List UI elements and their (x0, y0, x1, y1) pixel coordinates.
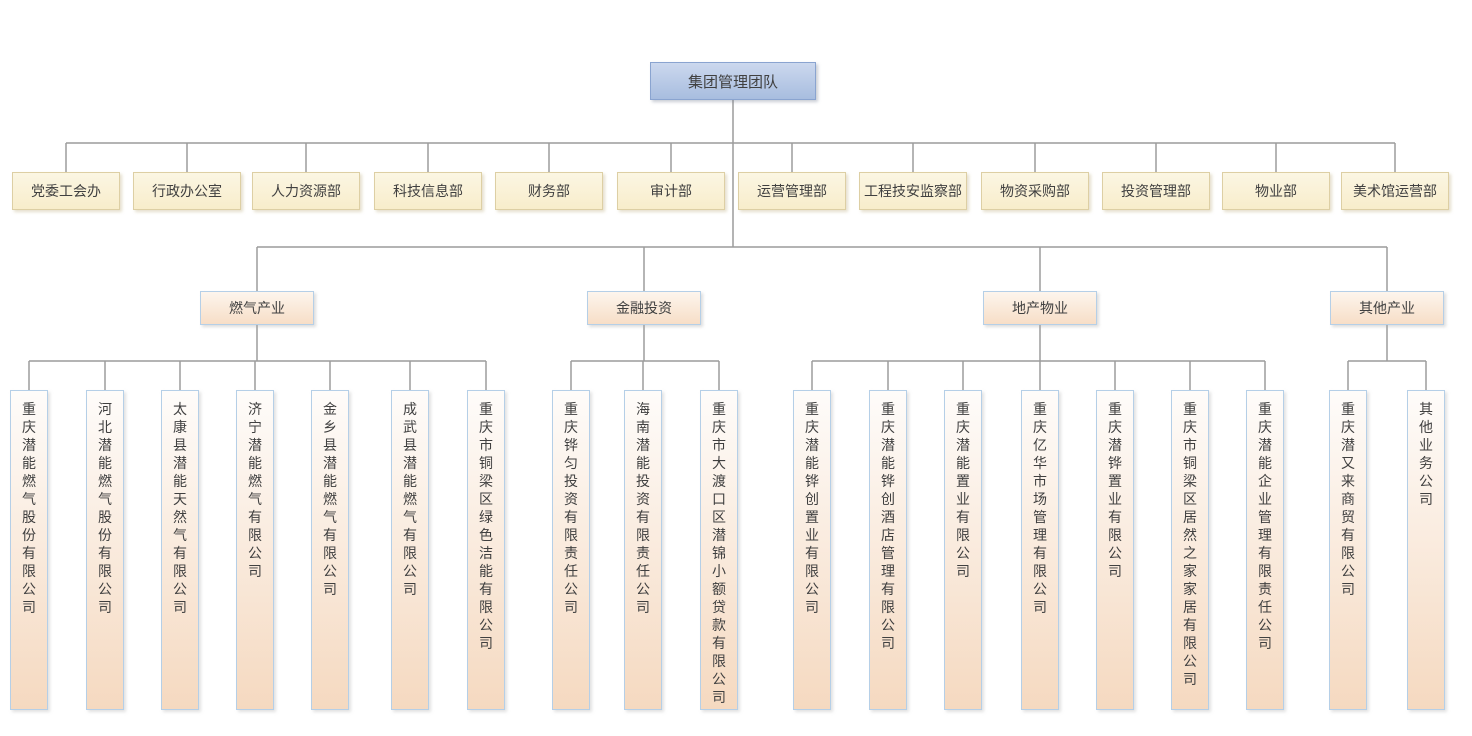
company-name-label: 重庆市铜梁区绿色洁能有限公司 (479, 402, 493, 652)
department-node[interactable]: 人力资源部 (252, 172, 360, 210)
company-node[interactable]: 重庆潜又来商贸有限公司 (1329, 390, 1367, 710)
company-name-label: 重庆潜又来商贸有限公司 (1341, 402, 1355, 598)
department-node[interactable]: 物资采购部 (981, 172, 1089, 210)
company-name-label: 重庆市铜梁区居然之家家居有限公司 (1183, 402, 1197, 688)
company-name-label: 河北潜能燃气股份有限公司 (98, 402, 112, 616)
company-name-label: 重庆潜能铧创酒店管理有限公司 (881, 402, 895, 652)
company-name-label: 重庆市大渡口区潜锦小额贷款有限公司 (712, 402, 726, 706)
company-node[interactable]: 济宁潜能燃气有限公司 (236, 390, 274, 710)
company-node[interactable]: 河北潜能燃气股份有限公司 (86, 390, 124, 710)
industry-group-node[interactable]: 地产物业 (983, 291, 1097, 325)
industry-group-node[interactable]: 金融投资 (587, 291, 701, 325)
department-node[interactable]: 党委工会办 (12, 172, 120, 210)
department-node[interactable]: 行政办公室 (133, 172, 241, 210)
company-name-label: 重庆潜能置业有限公司 (956, 402, 970, 580)
department-node[interactable]: 工程技安监察部 (859, 172, 967, 210)
department-node[interactable]: 审计部 (617, 172, 725, 210)
company-name-label: 济宁潜能燃气有限公司 (248, 402, 262, 580)
company-name-label: 太康县潜能天然气有限公司 (173, 402, 187, 616)
department-node[interactable]: 科技信息部 (374, 172, 482, 210)
company-name-label: 重庆潜铧置业有限公司 (1108, 402, 1122, 580)
department-node[interactable]: 物业部 (1222, 172, 1330, 210)
industry-group-node[interactable]: 燃气产业 (200, 291, 314, 325)
company-name-label: 海南潜能投资有限责任公司 (636, 402, 650, 616)
company-node[interactable]: 重庆潜能企业管理有限责任公司 (1246, 390, 1284, 710)
company-node[interactable]: 重庆潜能燃气股份有限公司 (10, 390, 48, 710)
root-node-group-management[interactable]: 集团管理团队 (650, 62, 816, 100)
company-node[interactable]: 太康县潜能天然气有限公司 (161, 390, 199, 710)
company-node[interactable]: 重庆铧匀投资有限责任公司 (552, 390, 590, 710)
department-node[interactable]: 投资管理部 (1102, 172, 1210, 210)
company-name-label: 重庆铧匀投资有限责任公司 (564, 402, 578, 616)
department-node[interactable]: 财务部 (495, 172, 603, 210)
industry-group-node[interactable]: 其他产业 (1330, 291, 1444, 325)
company-name-label: 重庆潜能燃气股份有限公司 (22, 402, 36, 616)
company-node[interactable]: 重庆市大渡口区潜锦小额贷款有限公司 (700, 390, 738, 710)
company-node[interactable]: 重庆市铜梁区绿色洁能有限公司 (467, 390, 505, 710)
company-node[interactable]: 海南潜能投资有限责任公司 (624, 390, 662, 710)
department-node[interactable]: 运营管理部 (738, 172, 846, 210)
company-node[interactable]: 成武县潜能燃气有限公司 (391, 390, 429, 710)
company-node[interactable]: 重庆潜能铧创置业有限公司 (793, 390, 831, 710)
company-node[interactable]: 其他业务公司 (1407, 390, 1445, 710)
company-node[interactable]: 重庆潜能铧创酒店管理有限公司 (869, 390, 907, 710)
company-node[interactable]: 重庆市铜梁区居然之家家居有限公司 (1171, 390, 1209, 710)
company-name-label: 金乡县潜能燃气有限公司 (323, 402, 337, 598)
company-node[interactable]: 重庆潜能置业有限公司 (944, 390, 982, 710)
company-node[interactable]: 重庆潜铧置业有限公司 (1096, 390, 1134, 710)
company-node[interactable]: 金乡县潜能燃气有限公司 (311, 390, 349, 710)
company-name-label: 重庆潜能铧创置业有限公司 (805, 402, 819, 616)
company-name-label: 重庆亿华市场管理有限公司 (1033, 402, 1047, 616)
department-node[interactable]: 美术馆运营部 (1341, 172, 1449, 210)
company-name-label: 重庆潜能企业管理有限责任公司 (1258, 402, 1272, 652)
company-node[interactable]: 重庆亿华市场管理有限公司 (1021, 390, 1059, 710)
company-name-label: 其他业务公司 (1419, 402, 1433, 508)
company-name-label: 成武县潜能燃气有限公司 (403, 402, 417, 598)
